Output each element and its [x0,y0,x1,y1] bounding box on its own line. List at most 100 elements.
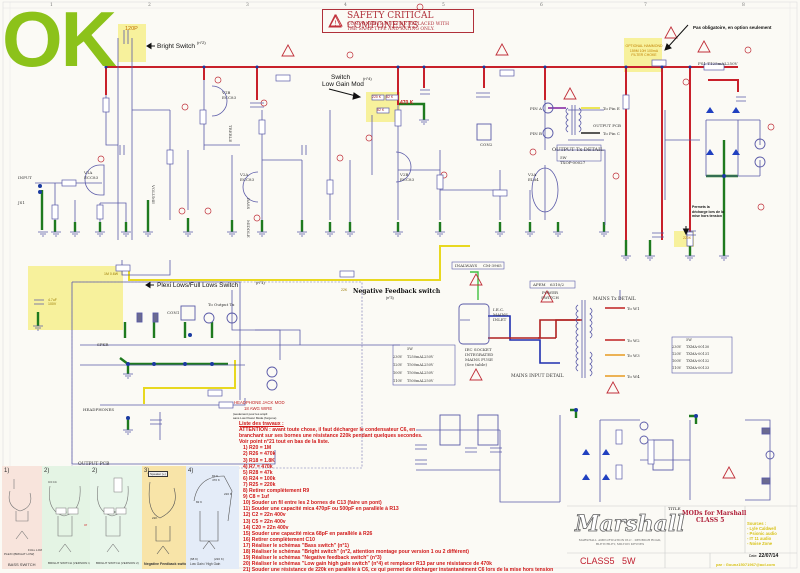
title-block-lines [567,505,797,568]
panel-5-r3: 220 K [224,492,232,496]
source-item: - Psionic audio [747,531,777,536]
panel-4-res-label: 22K [152,516,158,520]
tubes [84,85,559,213]
panel-5-r4: 82 K [196,500,203,504]
test-points [97,3,775,222]
grid-column-7: 7 [644,3,647,8]
date-value: 22/07/14 [758,553,779,559]
mods-item: 8) Retirer complètement R9 [243,488,310,495]
mains-table-header: 5W [686,338,692,342]
apem-label: APEM [533,282,546,287]
mods-item: 5) R28 = 47k [243,469,273,476]
neg-feedback-ref: (n°3) [386,296,394,300]
low-gain-switch-label-1: Switch [331,74,351,81]
connectors [136,102,775,485]
sources: Sources : - Lyle Caldwell - Psionic audi… [747,521,777,546]
author-email: par : Gounz15071967@aol.com [716,562,776,567]
to-w1-label: To W1 [627,306,640,311]
output-pcb-bottom-label: OUTPUT PCB [78,462,110,467]
marshall-address: MARSHALL AMPLIFICATION PLC · DENBIGH ROA… [578,538,662,546]
panel-5-r2: 470 K [212,478,220,482]
mods-item: 19) Réaliser le schémas "Negative feedba… [243,555,382,562]
mains-live-wire [488,319,580,339]
volume-label: VOLUME [151,185,156,204]
tube-v1a [84,164,105,196]
panel-negative-feedback: 3) Negative Feedback switch Speaker (+) … [142,466,189,569]
mods-item: 1) R20 = 1M [243,445,272,452]
mods-item: 18) Réaliser le schémas "Bright switch" … [243,548,469,555]
grid-column-8: 8 [742,3,745,8]
bright-switch-ref: (n°2) [197,40,206,45]
low-gain-r-220k: 220 K [372,95,382,99]
mods-item: 13) C5 = 22n 400v [243,518,286,525]
panel-5-caption: Low Gain / High Gain [190,562,221,566]
panel-bright-switch-v1: 2) BRIGHT SWITCH (VERSION 1) C3 C4 120n [42,466,91,569]
diode-bridge [582,107,740,480]
mods-item: 6) R24 = 100k [243,475,276,482]
mods-item: 17) Réaliser le schémas "Bass switch" (n… [243,542,349,549]
optional-note: Pas obligatoire, en option seulement [693,25,772,30]
to-w4-label: To W4 [627,374,640,379]
neg-feedback-label: Negative Feedback switch [353,288,441,295]
warning-icon: ! [328,14,342,28]
mods-warning-1: ATTENTION : avant toute chose, il faut d… [239,427,416,434]
junctions [38,65,726,420]
marshall-logo: Marshall [575,511,685,538]
mains-transformer [575,300,593,378]
low-gain-r-82k-b: 82 K [377,108,385,112]
title-line-1: MODs for Marshall [682,510,747,517]
model-label: CLASS5 5W [580,556,636,566]
resistors [51,59,725,480]
mains-live-wire-2 [538,319,582,339]
speaker-label: SPKR [97,342,109,347]
mods-item: 16) Retirer complètement C10 [243,536,315,543]
v2a-label: V2A ECC83 [240,172,255,182]
mods-item: 4) R7 = 470k [243,463,273,470]
to-pin-c-label: To Pin C [603,131,620,136]
headphones-label: HEADPHONES [83,407,115,412]
mods-item: 14) C20 = 22n 400v [243,524,289,531]
grid-column-6: 6 [540,3,543,8]
fuse-table-header: 5W [407,347,413,351]
panel-2-label-1: C3 C4 [48,480,57,484]
mains-tx-label: MAINS Tx DETAIL [593,297,636,302]
ground-symbols [33,119,729,435]
grid-column-3: 3 [246,3,249,8]
tube-v2b [395,151,412,183]
v2b-label: V2B ECC83 [400,172,415,182]
output-tx-part: TXOP-00027 [560,160,586,165]
neg-feedback-res: 22K [341,288,348,292]
mods-warning-2: branchant sur ses bornes une résistance … [239,433,423,440]
source-item: - Noise Zone [747,541,773,546]
headphone-wire-yellow [143,360,236,404]
bright-switch-label: Bright Switch [157,43,195,50]
fuse-label: FS1 T125mAL250V [698,61,738,66]
con2-label: CON2 [480,142,493,147]
panel-5-sub-2: (220 K) [214,557,224,561]
sources-title: Sources : [747,521,767,526]
title-label: TITLE [668,506,681,511]
grid-column-5: 5 [442,3,445,8]
panel-or-label: or [84,523,88,527]
earth-wire [470,271,479,300]
mods-item: 7) R25 = 220k [243,481,276,488]
grid-column-4: 4 [344,3,347,8]
safety-line-2: THE SAME TYPE AND RATING ONLY. [347,27,435,32]
headphone-mod-l1: HEADPHONE JACK MOD [234,400,285,405]
discharge-note: Permets la décharge lors de la mise hors… [692,205,724,218]
ground-wires [36,102,738,430]
safety-title: SAFETY CRITICAL COMPONENTS [347,11,434,31]
plexi-switch-highlight [28,266,123,330]
mods-item: 15) Souder une capacité mica 68pF en par… [243,530,373,537]
grid-column-2: 2 [148,3,151,8]
title-line-2: CLASS 5 [696,517,725,524]
headphone-mod-l3: (seulement pour les ampli [233,412,268,416]
panel-bass-switch: 1) BASS SWITCH PLEXI (BRIGHT LOW) FULL L… [2,466,45,569]
low-gain-r-82k-a: 82 K [386,95,394,99]
output-pcb-label: OUTPUT PCB [593,123,621,128]
